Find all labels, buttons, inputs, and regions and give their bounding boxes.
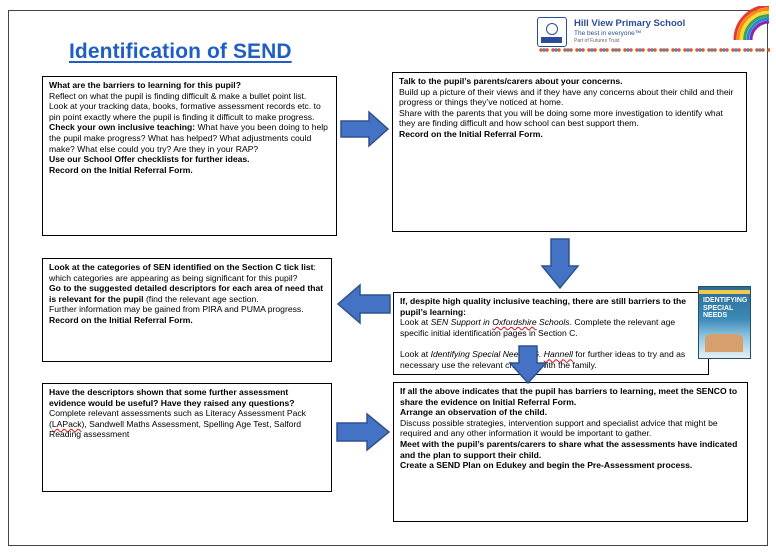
rainbow-arc — [749, 20, 770, 40]
arrow-right-icon — [340, 110, 390, 148]
box1-text-4: Use our School Offer checklists for furt… — [49, 154, 250, 165]
box4-text-2: Go to the suggested detailed descriptors… — [49, 283, 324, 304]
rainbow-arc — [736, 7, 770, 40]
box2-text-3: Record on the Initial Referral Form. — [399, 128, 543, 139]
box2-heading: Talk to the pupil’s parents/carers about… — [399, 76, 623, 86]
box1-heading: What are the barriers to learning for th… — [49, 80, 241, 90]
box6-text-1: Discuss possible strategies, interventio… — [400, 417, 718, 439]
talk-to-parents-box: Talk to the pupil’s parents/carers about… — [392, 72, 747, 232]
box1-text-3: Check your own inclusive teaching: What … — [49, 122, 330, 154]
school-subtagline: Part of Futures Trust — [574, 38, 620, 44]
box4-text-3: Further information may be gained from P… — [49, 304, 304, 325]
arrow-left-icon — [336, 283, 391, 325]
rainbow-icon — [733, 6, 770, 40]
still-barriers-box: If, despite high quality inclusive teach… — [393, 292, 709, 375]
box6-text-2: Meet with the pupil’s parents/carers to … — [400, 438, 738, 460]
box1-text-3-rest: What have you been doing to help the pup… — [49, 122, 328, 154]
rainbow-arc — [746, 17, 770, 40]
school-name: Hill View Primary School — [574, 18, 686, 29]
arrow-down-icon-2 — [508, 345, 548, 385]
further-assessment-box: Have the descriptors shown that some fur… — [42, 383, 332, 492]
box5-text-1: Complete relevant assessments such as Li… — [49, 408, 306, 440]
people-border-decoration — [538, 47, 770, 55]
rainbow-arc — [733, 6, 770, 40]
page-frame — [8, 10, 768, 546]
box3-text-1: Look at SEN Support in Oxfordshire Schoo… — [400, 317, 676, 338]
school-logo: Hill View Primary School The best in eve… — [537, 14, 769, 56]
box2-text-1: Build up a picture of their views and if… — [399, 86, 734, 108]
barriers-to-learning-box: What are the barriers to learning for th… — [42, 76, 337, 236]
sen-categories-box: Look at the categories of SEN identified… — [42, 258, 332, 362]
box1-text-1: Reflect on what the pupil is finding dif… — [49, 90, 307, 101]
box6-text-3: Create a SEND Plan on Edukey and begin t… — [400, 460, 693, 471]
school-crest-icon — [537, 17, 567, 47]
box3-text-2: Look at Identifying Special Needs, G. Ha… — [400, 349, 686, 370]
meet-senco-box: If all the above indicates that the pupi… — [393, 382, 748, 522]
box1-text-3-bold: Check your own inclusive teaching: — [49, 122, 196, 133]
box1-text-2: Look at your tracking data, books, forma… — [49, 101, 321, 122]
rainbow-arc — [743, 14, 770, 40]
box6-heading-2: Arrange an observation of the child. — [400, 407, 548, 418]
arrow-right-icon-2 — [336, 412, 391, 452]
arrow-down-icon — [540, 238, 580, 290]
rainbow-arc — [739, 10, 770, 40]
page-title: Identification of SEND — [69, 40, 292, 63]
school-tagline: The best in everyone™ — [574, 30, 642, 37]
box5-heading: Have the descriptors shown that some fur… — [49, 387, 295, 408]
box3-heading: If, despite high quality inclusive teach… — [400, 296, 687, 317]
box4-text-1: Look at the categories of SEN identified… — [49, 262, 316, 283]
box1-text-5: Record on the Initial Referral Form. — [49, 164, 193, 175]
box6-heading: If all the above indicates that the pupi… — [400, 386, 738, 407]
box2-text-2: Share with the parents that you will be … — [399, 107, 723, 129]
